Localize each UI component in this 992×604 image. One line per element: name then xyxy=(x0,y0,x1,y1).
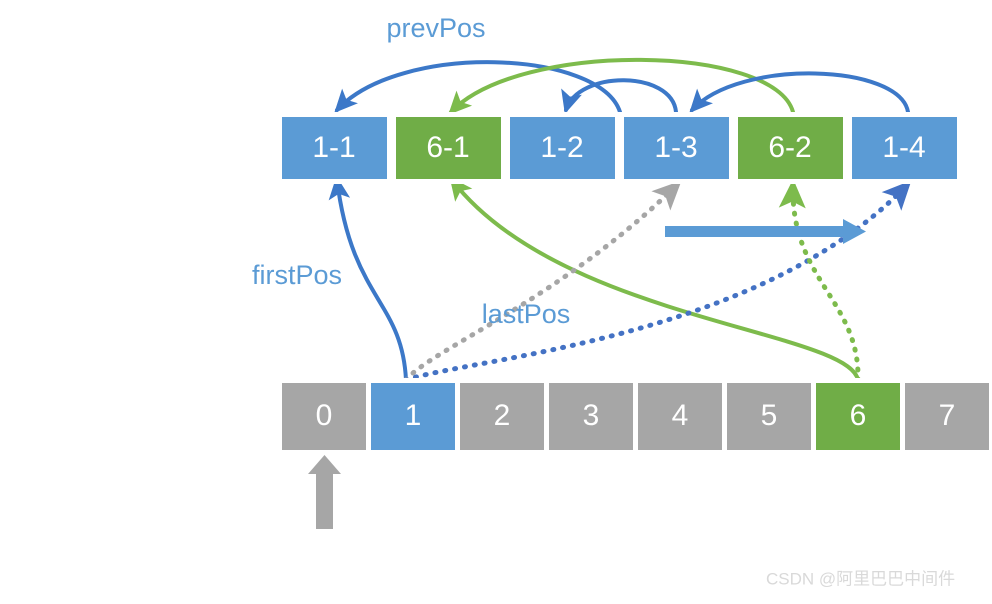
bottom-cell-label: 2 xyxy=(494,399,511,432)
index-array-row: 0 1 2 3 4 5 xyxy=(277,378,992,455)
top-cell-5[interactable]: 1-4 xyxy=(852,117,957,179)
top-cell-1[interactable]: 6-1 xyxy=(396,117,501,179)
head-pointer-arrow xyxy=(308,455,341,529)
bottom-cell-7[interactable]: 7 xyxy=(905,383,989,450)
lastpos-dotted-gray xyxy=(403,180,682,383)
position-array-row: 1-1 6-1 1-2 1-3 6-2 1-4 xyxy=(277,112,963,184)
label-lastpos: lastPos xyxy=(482,299,571,329)
bottom-cell-label: 3 xyxy=(583,399,600,432)
firstpos-curve xyxy=(328,176,408,382)
bottom-cell-1[interactable]: 1 xyxy=(371,383,455,450)
bottom-cell-2[interactable]: 2 xyxy=(460,383,544,450)
watermark: CSDN @阿里巴巴中间件 xyxy=(766,569,955,588)
advance-arrow xyxy=(665,219,866,244)
top-cell-0[interactable]: 1-1 xyxy=(282,117,387,179)
top-cell-label: 6-2 xyxy=(768,131,811,164)
top-cell-label: 6-1 xyxy=(426,131,469,164)
label-firstpos: firstPos xyxy=(252,260,342,290)
bottom-cell-label: 7 xyxy=(939,399,956,432)
lastpos-dotted-green xyxy=(778,179,861,383)
label-prevpos: prevPos xyxy=(386,13,485,43)
prevpos-arc-12-to-11 xyxy=(334,60,622,114)
bottom-cell-label: 4 xyxy=(672,399,689,432)
top-cell-3[interactable]: 1-3 xyxy=(624,117,729,179)
prevpos-arc-13-to-12 xyxy=(561,78,678,114)
bottom-cell-label: 1 xyxy=(405,399,422,432)
top-cell-2[interactable]: 1-2 xyxy=(510,117,615,179)
prevpos-arc-62-to-61 xyxy=(448,57,795,115)
prevpos-arc-14-to-13 xyxy=(689,71,910,114)
bottom-cell-0[interactable]: 0 xyxy=(282,383,366,450)
bottom-cell-3[interactable]: 3 xyxy=(549,383,633,450)
bottom-cell-4[interactable]: 4 xyxy=(638,383,722,450)
bottom-cell-5[interactable]: 5 xyxy=(727,383,811,450)
bottom-cell-label: 5 xyxy=(761,399,778,432)
firstpos-green-curve xyxy=(449,176,860,382)
top-cell-label: 1-1 xyxy=(312,131,355,164)
lastpos-dotted-blue xyxy=(403,180,912,383)
bottom-cell-label: 6 xyxy=(850,399,867,432)
top-cell-4[interactable]: 6-2 xyxy=(738,117,843,179)
bottom-cell-6[interactable]: 6 xyxy=(816,383,900,450)
top-cell-label: 1-4 xyxy=(882,131,925,164)
top-cell-label: 1-3 xyxy=(654,131,697,164)
bottom-cell-label: 0 xyxy=(316,399,333,432)
top-cell-label: 1-2 xyxy=(540,131,583,164)
